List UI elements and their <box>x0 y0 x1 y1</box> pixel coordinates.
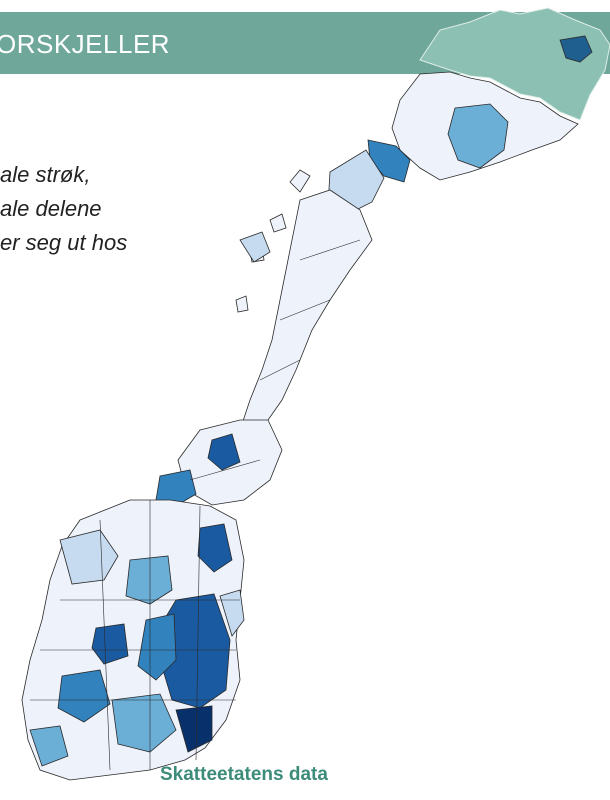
map-nordland-region <box>235 169 373 441</box>
map-region-finnmark-dark <box>559 35 593 63</box>
map-north-region <box>327 7 610 215</box>
map-region-central-dark <box>91 623 129 665</box>
map-region-south-medium <box>111 693 177 753</box>
map-region-east-strong <box>137 613 177 681</box>
map-trondelag-region <box>155 419 283 507</box>
map-region-west-light <box>59 529 119 585</box>
body-line-1: ale strøk, <box>0 162 91 187</box>
map-region-nordland-mid <box>239 231 271 263</box>
page-title: ORSKJELLER <box>0 29 171 59</box>
body-text: ale strøk, ale delene er seg ut hos <box>0 158 127 260</box>
map-region-nordland <box>239 189 373 441</box>
map-region-finnmark-outline <box>419 7 610 121</box>
map-region-trondelag-dark <box>207 433 241 471</box>
map-region-medium-1 <box>125 555 173 605</box>
map-region-southwest-light <box>29 725 69 767</box>
map-region-east-border-light <box>219 589 245 637</box>
map-region-west-medium <box>57 669 111 723</box>
map-region-strong-1 <box>197 523 233 573</box>
map-source-label: Skatteetatens data <box>160 764 328 785</box>
map-region-kautokeino <box>447 103 509 169</box>
body-line-2: ale delene <box>0 196 102 221</box>
map-south-region <box>21 499 245 781</box>
map-region-trondelag-strong <box>155 469 197 507</box>
map-coast-islands <box>235 169 311 313</box>
body-line-3: er seg ut hos <box>0 230 128 255</box>
map-municipal-borders <box>30 239 361 771</box>
map-region-south-dark <box>175 705 213 753</box>
